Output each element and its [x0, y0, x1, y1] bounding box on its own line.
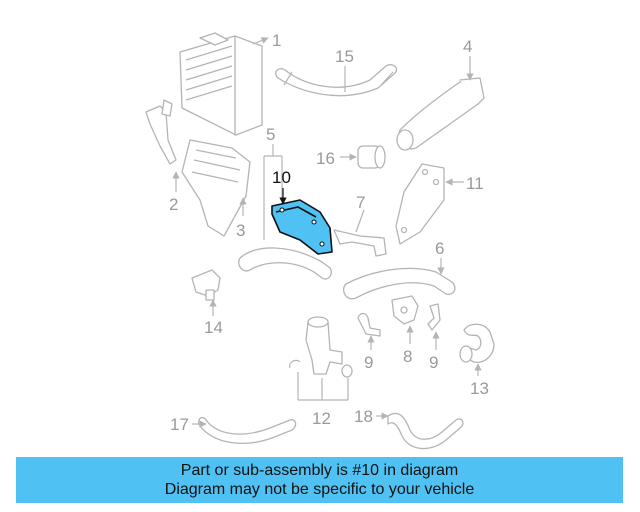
leader-7 — [355, 209, 365, 233]
clip-part-9-left — [357, 312, 381, 337]
callout-9-right: 9 — [429, 353, 438, 372]
callout-10: 10 — [272, 168, 291, 187]
tee-hose-part-12 — [289, 316, 353, 378]
leader-1 — [252, 37, 269, 45]
plate-part-11 — [395, 163, 445, 245]
callout-13: 13 — [470, 379, 489, 398]
elbow-hose-part-13 — [459, 323, 495, 363]
clip-part-9-right — [427, 303, 441, 331]
hose-part-4 — [396, 77, 485, 151]
intercooler-part-1 — [179, 32, 263, 136]
callout-2: 2 — [169, 195, 178, 214]
bracket-part-2 — [145, 99, 177, 165]
hose-part-17 — [198, 416, 297, 444]
callout-4: 4 — [463, 37, 472, 56]
bracket-part-7 — [333, 229, 387, 257]
callout-7: 7 — [356, 193, 365, 212]
heat-shield-part-10 — [271, 199, 333, 255]
coupler-part-16 — [357, 145, 386, 169]
sensor-part-14 — [191, 269, 221, 301]
callout-17: 17 — [170, 415, 189, 434]
hose-part-15 — [275, 64, 398, 97]
callout-5: 5 — [266, 125, 275, 144]
callout-6: 6 — [435, 239, 444, 258]
callout-16: 16 — [316, 149, 335, 168]
info-banner: Part or sub-assembly is #10 in diagram D… — [16, 457, 623, 503]
callout-1: 1 — [272, 31, 281, 50]
callout-15: 15 — [335, 47, 354, 66]
callout-18: 18 — [354, 407, 373, 426]
banner-line-2: Diagram may not be specific to your vehi… — [164, 481, 475, 498]
hose-part-18 — [387, 412, 464, 450]
callout-8: 8 — [403, 347, 412, 366]
callout-12: 12 — [312, 409, 331, 428]
callout-14: 14 — [204, 318, 223, 337]
callout-11: 11 — [466, 174, 484, 193]
duct-part-3 — [181, 139, 251, 237]
callout-9-left: 9 — [364, 353, 373, 372]
callout-3: 3 — [236, 221, 245, 240]
hose-part-5 — [238, 247, 332, 280]
banner-line-1: Part or sub-assembly is #10 in diagram — [180, 462, 459, 479]
hose-part-6 — [342, 267, 456, 300]
mount-part-8 — [391, 295, 419, 325]
